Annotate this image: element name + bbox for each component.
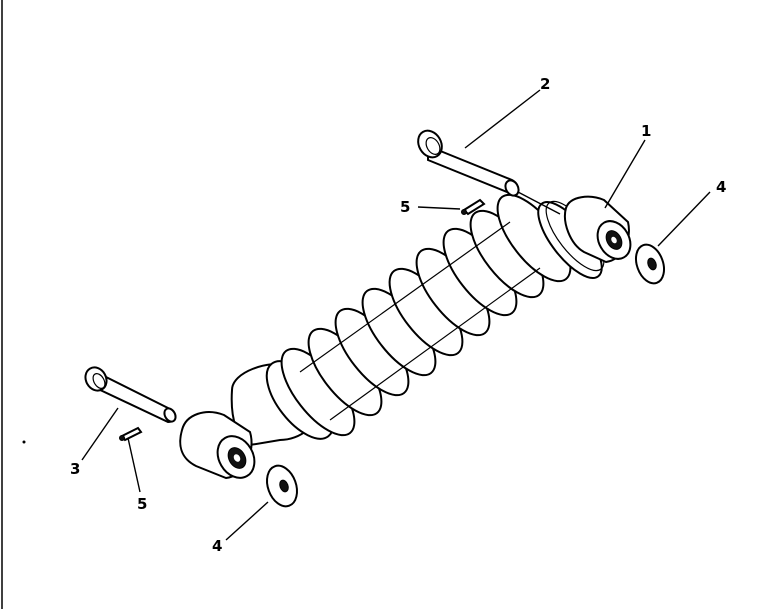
cotter-pin-upper-part-5 (461, 198, 486, 216)
coil-spring (280, 193, 572, 437)
lower-pin-part-3 (84, 366, 177, 424)
callout-1: 1 (641, 122, 651, 140)
washer-upper-part-4 (634, 243, 666, 285)
callout-2: 2 (540, 75, 550, 93)
callout-5-upper: 5 (400, 198, 410, 216)
callout-4-lower: 4 (212, 537, 222, 555)
washer-lower-part-4 (266, 464, 298, 508)
callout-4-upper: 4 (716, 178, 726, 196)
upper-pin-part-2 (417, 129, 520, 197)
leader-lines (81, 89, 711, 541)
shock-absorber-part-1 (179, 193, 632, 480)
callout-3: 3 (70, 460, 80, 478)
callout-5-lower: 5 (137, 495, 147, 513)
speck (22, 440, 26, 444)
cotter-pin-lower-part-5 (119, 426, 143, 442)
